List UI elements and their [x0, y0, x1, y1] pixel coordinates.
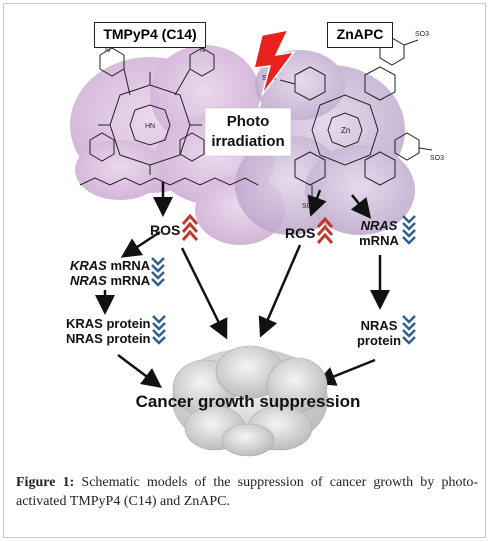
left-mrna-labels: KRAS mRNA NRAS mRNA [70, 258, 150, 288]
photo-line1: Photo [226, 113, 270, 130]
pathway-arrows [95, 182, 390, 388]
ros-left-label: ROS [150, 222, 181, 238]
photo-line2: irradiation [211, 133, 285, 150]
nras-mrna-label-right: mRNA [359, 233, 399, 248]
nras-protein-right-1: NRAS [360, 318, 398, 333]
kras-protein-label: KRAS protein [66, 316, 151, 331]
tmpyp4-structure [79, 47, 259, 186]
caption-text: Schematic models of the suppression of c… [16, 475, 478, 509]
n-label-2: N [200, 47, 205, 54]
znapc-label: ZnAPC [336, 26, 384, 42]
znapc-label-box: ZnAPC [327, 22, 393, 48]
figure-caption: Figure 1: Schematic models of the suppre… [16, 473, 478, 511]
tmpyp4-label-box: TMPyP4 (C14) [94, 22, 206, 48]
kras-gene-label: KRAS [70, 258, 107, 273]
photo-irradiation-label: Photo irradiation [205, 112, 291, 152]
kras-mrna-label: mRNA [110, 258, 151, 273]
lightning-icon [253, 28, 296, 96]
left-protein-labels: KRAS protein NRAS protein [66, 316, 151, 346]
so3-label-4: SO3 [430, 155, 444, 162]
n-label-1: N [105, 47, 110, 54]
nras-mrna-decrease-chevrons [402, 215, 416, 245]
nras-gene-label-right: NRAS [360, 218, 398, 233]
right-protein-labels: NRAS protein [352, 318, 406, 348]
photo-irradiation-box [204, 107, 292, 157]
figure-frame [3, 3, 486, 538]
kras-mrna-decrease-chevrons [151, 257, 165, 287]
outcome-label: Cancer growth suppression [135, 392, 361, 411]
nras-gene-label-left: NRAS [70, 273, 107, 288]
nras-mrna-label-left: mRNA [110, 273, 151, 288]
n-label-3: HN [145, 123, 155, 130]
zn-label: Zn [341, 126, 350, 135]
protein-decrease-chevrons-left [152, 315, 166, 345]
nras-protein-label-left: NRAS protein [66, 331, 151, 346]
ros-increase-chevrons-left [181, 213, 199, 241]
so3-label-1: SO3 [415, 31, 429, 38]
ros-increase-chevrons-right [316, 216, 334, 244]
tumor-cluster [172, 345, 328, 457]
ros-right-label: ROS [285, 225, 316, 241]
caption-prefix: Figure 1: [16, 475, 75, 490]
nras-protein-right-2: protein [356, 333, 402, 348]
right-mrna-labels: NRAS mRNA [355, 218, 403, 248]
tmpyp4-label: TMPyP4 (C14) [103, 26, 197, 42]
nras-protein-decrease-chevrons [402, 315, 416, 345]
diagram-canvas: N N HN Zn SO3 SO3 SO3 SO3 [70, 28, 444, 457]
